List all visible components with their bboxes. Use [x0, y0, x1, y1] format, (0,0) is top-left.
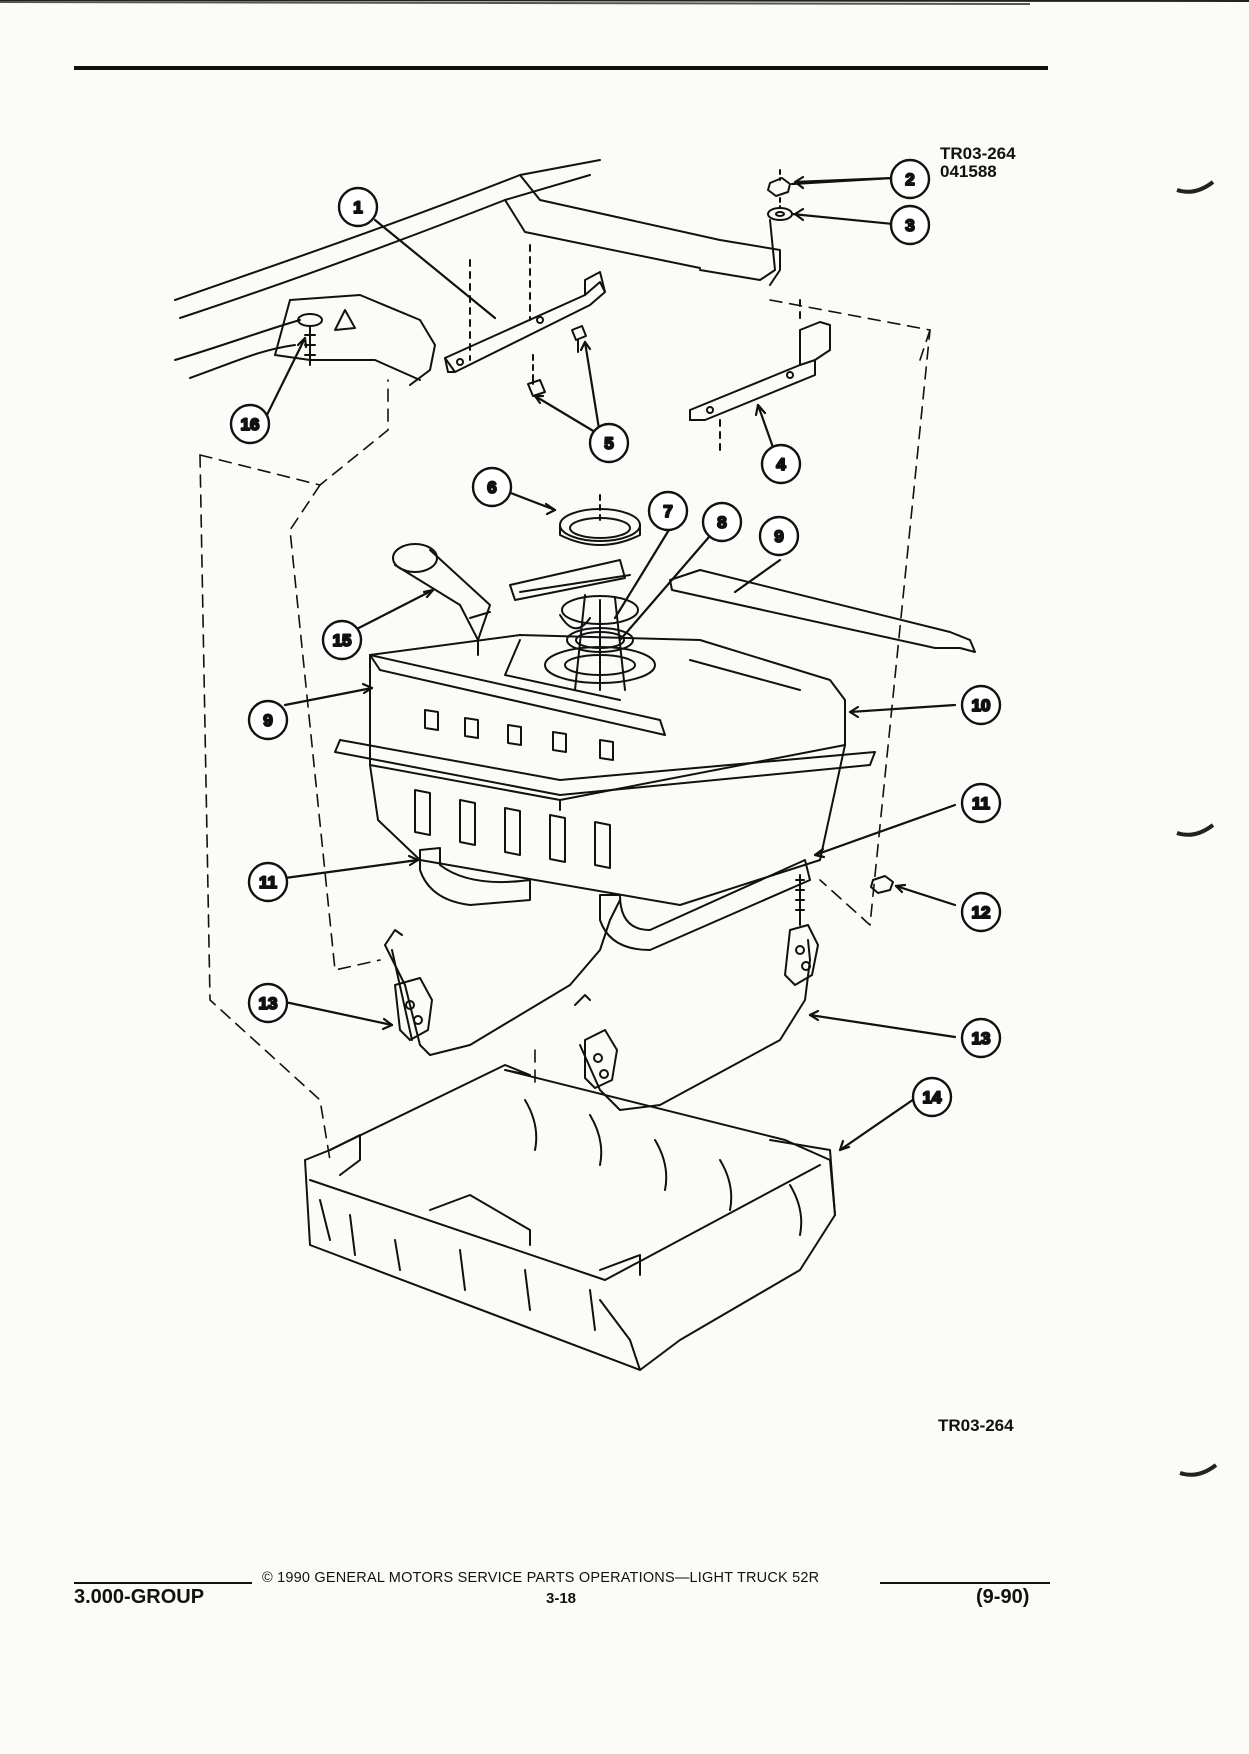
part-1-hanger-bracket — [444, 244, 606, 373]
callout-label-14: 14 — [923, 1088, 942, 1107]
part-7-sender-unit — [509, 559, 639, 691]
punch-mark-1 — [1176, 180, 1215, 194]
part-4-bracket — [689, 299, 831, 451]
callout-13-left: 13 — [247, 982, 289, 1024]
callout-9-top: 9 — [758, 515, 800, 557]
revision-date: (9-90) — [976, 1586, 1030, 1608]
part-9-pad — [369, 569, 976, 736]
leader-lines — [260, 175, 957, 1152]
part-5-bolts — [527, 325, 587, 397]
callout-label-4: 4 — [776, 455, 786, 474]
part-14-shield — [304, 1064, 836, 1371]
footer-rule-right — [880, 1582, 1050, 1584]
callout-label-12: 12 — [972, 903, 991, 922]
part-12-nut — [870, 875, 894, 894]
callout-4: 4 — [760, 443, 802, 485]
callout-10: 10 — [960, 684, 1002, 726]
callout-label-13-left: 13 — [259, 994, 278, 1013]
footer-rule-left — [74, 1582, 252, 1584]
callout-label-5: 5 — [604, 434, 613, 453]
illustration-id-line1: TR03-264 — [940, 144, 1016, 163]
callout-label-2: 2 — [905, 170, 914, 189]
copyright-notice: © 1990 GENERAL MOTORS SERVICE PARTS OPER… — [262, 1570, 820, 1586]
illustration-id: TR03-264 041588 — [940, 145, 1016, 181]
illustration-id-line2: 041588 — [940, 162, 997, 181]
callout-label-11-right: 11 — [972, 794, 990, 813]
callout-8: 8 — [701, 501, 743, 543]
callout-9-left: 9 — [247, 699, 289, 741]
callout-13-right: 13 — [960, 1017, 1002, 1059]
callout-11-right: 11 — [960, 782, 1002, 824]
callout-6: 6 — [471, 466, 513, 508]
callout-5: 5 — [588, 422, 630, 464]
part-2-3-nut-washer — [767, 169, 793, 221]
figure-code: TR03-264 — [938, 1416, 1014, 1435]
callout-label-10: 10 — [972, 696, 991, 715]
page-number: 3-18 — [546, 1590, 577, 1607]
callout-label-1: 1 — [353, 198, 362, 217]
callout-label-9-top: 9 — [774, 527, 783, 546]
callout-16: 16 — [229, 403, 271, 445]
punch-mark-3 — [1179, 1463, 1218, 1477]
assembly-centerlines — [199, 299, 931, 1161]
header-rule — [74, 66, 1048, 70]
scan-edge-artifact — [0, 0, 1249, 5]
callout-label-13-right: 13 — [972, 1029, 991, 1048]
punch-mark-2 — [1176, 823, 1215, 837]
callout-label-7: 7 — [663, 502, 672, 521]
callout-7: 7 — [647, 490, 689, 532]
part-10-fuel-tank — [334, 634, 876, 906]
callout-label-3: 3 — [905, 216, 914, 235]
callout-label-8: 8 — [717, 513, 726, 532]
frame-rail — [174, 159, 781, 386]
callout-15: 15 — [321, 619, 363, 661]
part-6-lock-ring — [559, 494, 641, 546]
part-16-bolt — [297, 313, 323, 366]
callout-3: 3 — [889, 204, 931, 246]
callout-label-15: 15 — [333, 631, 352, 650]
callout-2: 2 — [889, 158, 931, 200]
callout-1: 1 — [337, 186, 379, 228]
callout-12: 12 — [960, 891, 1002, 933]
part-13-straps — [384, 874, 819, 1111]
part-11-strap-pads — [419, 847, 811, 951]
callout-11-left: 11 — [247, 861, 289, 903]
callout-label-11-left: 11 — [259, 873, 277, 892]
callout-label-9-left: 9 — [263, 711, 272, 730]
part-15-filler-neck — [392, 543, 491, 656]
callout-label-16: 16 — [241, 415, 260, 434]
callout-label-6: 6 — [487, 478, 496, 497]
group-number: 3.000-GROUP — [74, 1586, 205, 1608]
callout-14: 14 — [911, 1076, 953, 1118]
